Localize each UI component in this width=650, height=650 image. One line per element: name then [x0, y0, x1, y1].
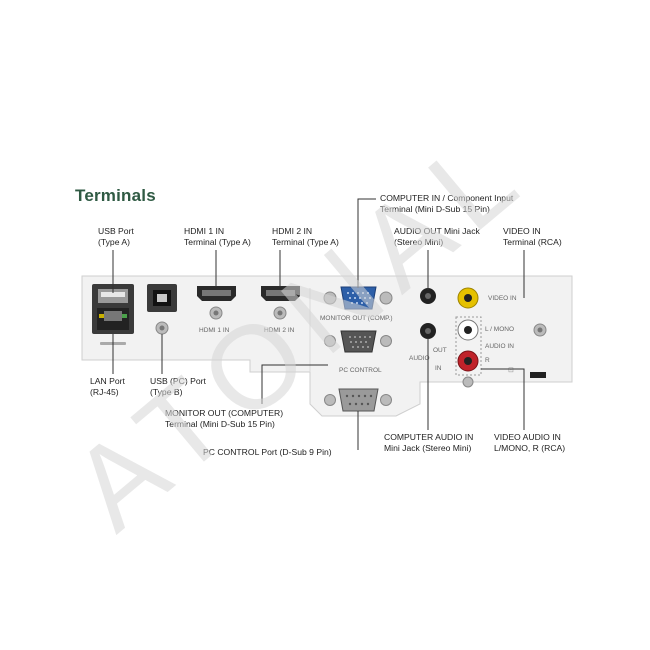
- callout-monitor-out: MONITOR OUT (COMPUTER) Terminal (Mini D-…: [165, 408, 283, 430]
- panel-label-r: R: [485, 357, 490, 364]
- callout-pc-control-line1: PC CONTROL Port (D-Sub 9 Pin): [203, 447, 332, 457]
- panel-label-hdmi1: HDMI 1 IN: [199, 327, 230, 334]
- callout-audio-out-line2: (Stereo Mini): [394, 237, 444, 247]
- callout-computer-audio-line2: Mini Jack (Stereo Mini): [384, 443, 472, 453]
- panel-label-monitor-out: MONITOR OUT (COMP.): [320, 315, 393, 322]
- callout-video-audio-line2: L/MONO, R (RCA): [494, 443, 566, 453]
- pc-control-port: [324, 388, 392, 412]
- callout-hdmi1-line2: Terminal (Type A): [184, 237, 251, 247]
- callout-usb-port-line1: USB Port: [98, 226, 134, 236]
- rca-video-jack: [457, 287, 479, 309]
- callout-lan-port-line1: LAN Port: [90, 376, 125, 386]
- callout-hdmi2: HDMI 2 IN Terminal (Type A): [272, 226, 339, 248]
- svg-text:⊡: ⊡: [508, 367, 514, 374]
- callout-lan-port: LAN Port (RJ-45): [90, 376, 125, 398]
- callout-usb-pc: USB (PC) Port (Type B): [150, 376, 206, 398]
- callout-usb-pc-line1: USB (PC) Port: [150, 376, 206, 386]
- callout-hdmi2-line2: Terminal (Type A): [272, 237, 339, 247]
- callout-usb-pc-line2: (Type B): [150, 387, 183, 397]
- callout-audio-out: AUDIO OUT Mini Jack (Stereo Mini): [394, 226, 480, 248]
- callout-hdmi1: HDMI 1 IN Terminal (Type A): [184, 226, 251, 248]
- callout-audio-out-line1: AUDIO OUT Mini Jack: [394, 226, 480, 236]
- rca-audio-right-jack: [457, 350, 479, 372]
- monitor-out-vga-port: [324, 330, 392, 353]
- panel-label-audio-in: AUDIO IN: [485, 343, 514, 350]
- panel-label-l-mono: L / MONO: [485, 326, 514, 333]
- callout-computer-in: COMPUTER IN / Component Input Terminal (…: [380, 193, 513, 215]
- callout-video-in-line1: VIDEO IN: [503, 226, 541, 236]
- callout-pc-control: PC CONTROL Port (D-Sub 9 Pin): [203, 447, 332, 458]
- callout-usb-port: USB Port (Type A): [98, 226, 134, 248]
- callout-video-in: VIDEO IN Terminal (RCA): [503, 226, 562, 248]
- callout-monitor-out-line2: Terminal (Mini D-Sub 15 Pin): [165, 419, 275, 429]
- callout-monitor-out-line1: MONITOR OUT (COMPUTER): [165, 408, 284, 418]
- callout-video-in-line2: Terminal (RCA): [503, 237, 562, 247]
- page-title: Terminals: [75, 186, 156, 205]
- audio-mini-jacks: [420, 288, 436, 339]
- computer-in-vga-port: [323, 286, 393, 310]
- leader-lines: [112, 198, 525, 450]
- callout-video-audio: VIDEO AUDIO IN L/MONO, R (RCA): [494, 432, 565, 454]
- hdmi-2-port: [261, 286, 300, 320]
- usb-b-port: [147, 284, 177, 335]
- callout-video-audio-line1: VIDEO AUDIO IN: [494, 432, 561, 442]
- lan-usb-stack: [92, 284, 134, 345]
- callout-hdmi2-line1: HDMI 2 IN: [272, 226, 313, 236]
- panel-label-audio: AUDIO: [409, 355, 430, 362]
- panel-label-pc-control: PC CONTROL: [339, 367, 382, 374]
- rca-audio-left-jack: [457, 319, 479, 341]
- panel-label-in: IN: [435, 365, 442, 372]
- panel-label-out: OUT: [433, 347, 447, 354]
- callout-computer-in-line1: COMPUTER IN / Component Input: [380, 193, 514, 203]
- callout-usb-port-line2: (Type A): [98, 237, 130, 247]
- callout-computer-audio: COMPUTER AUDIO IN Mini Jack (Stereo Mini…: [384, 432, 473, 454]
- callout-lan-port-line2: (RJ-45): [90, 387, 119, 397]
- callout-hdmi1-line1: HDMI 1 IN: [184, 226, 225, 236]
- panel-label-video-in: VIDEO IN: [488, 295, 517, 302]
- callout-computer-audio-line1: COMPUTER AUDIO IN: [384, 432, 474, 442]
- hdmi-1-port: [197, 286, 236, 320]
- panel-label-hdmi2: HDMI 2 IN: [264, 327, 295, 334]
- callout-computer-in-line2: Terminal (Mini D-Sub 15 Pin): [380, 204, 490, 214]
